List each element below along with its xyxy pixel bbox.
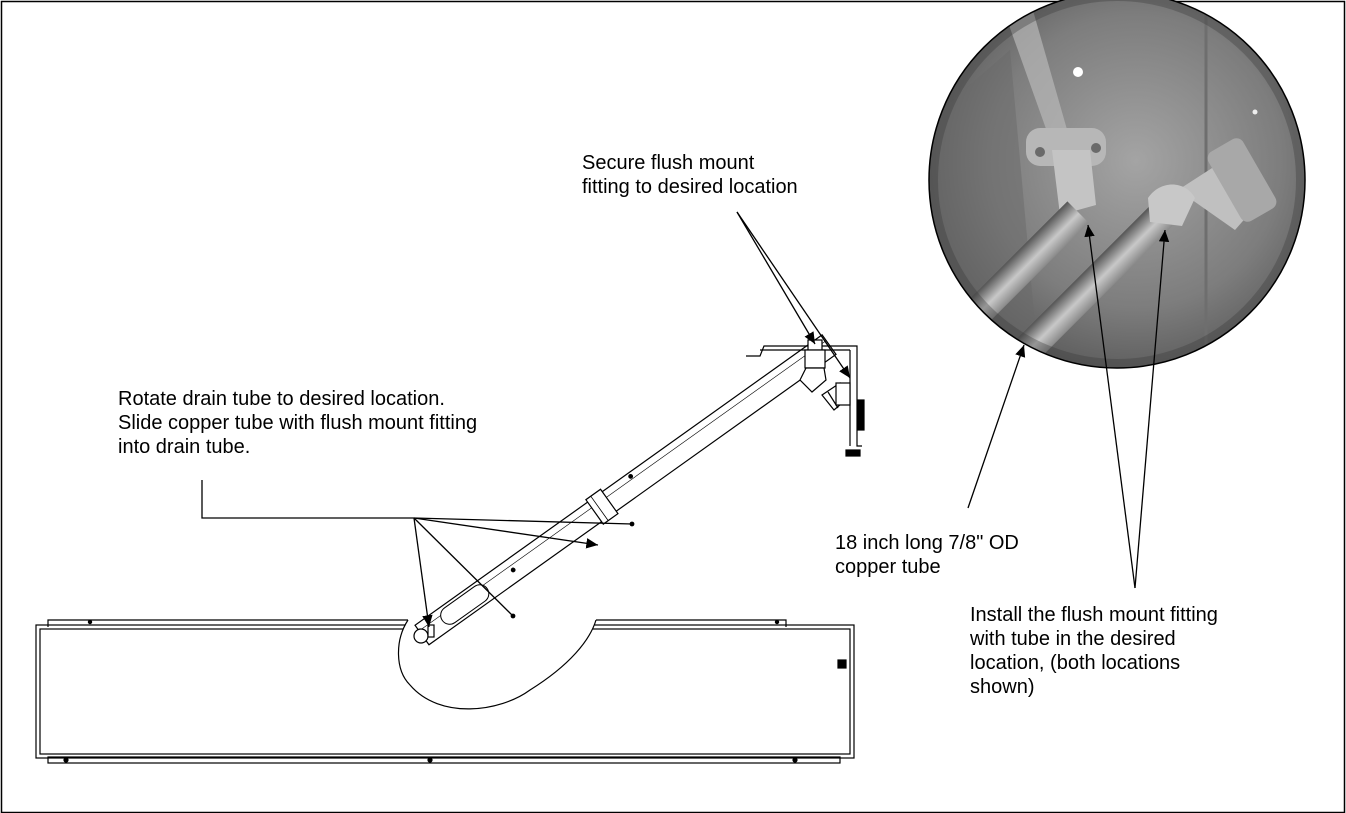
callout-line: copper tube [835,556,941,578]
drain-tube [414,334,837,646]
callout-line: location, (both locations [970,652,1181,674]
flush-mount-bracket [746,339,865,457]
callout-line: shown) [970,676,1035,698]
callout-copper-tube: 18 inch long 7/8" OD copper tube [835,531,1019,579]
callout-line: Slide copper tube with flush mount fitti… [118,412,478,434]
callout-line: Rotate drain tube to desired location. [118,388,445,410]
callout-rotate-drain-tube: Rotate drain tube to desired location. S… [118,387,477,459]
callout-line: 18 inch long 7/8" OD [835,532,1019,554]
photo-inset [929,0,1305,368]
callout-line: with tube in the desired [970,628,1176,650]
callout-install-fitting: Install the flush mount fitting with tub… [970,603,1218,699]
callout-line: Install the flush mount fitting [970,604,1218,626]
drain-outlet [413,628,429,644]
callout-line: Secure flush mount [582,152,755,174]
callout-line: fitting to desired location [582,176,798,198]
cutaway-outline [397,619,597,710]
leader-lines [201,211,1170,628]
callout-secure-fitting: Secure flush mount fitting to desired lo… [582,151,798,199]
callout-line: into drain tube. [118,436,251,458]
photo-inset-border [928,0,1306,369]
